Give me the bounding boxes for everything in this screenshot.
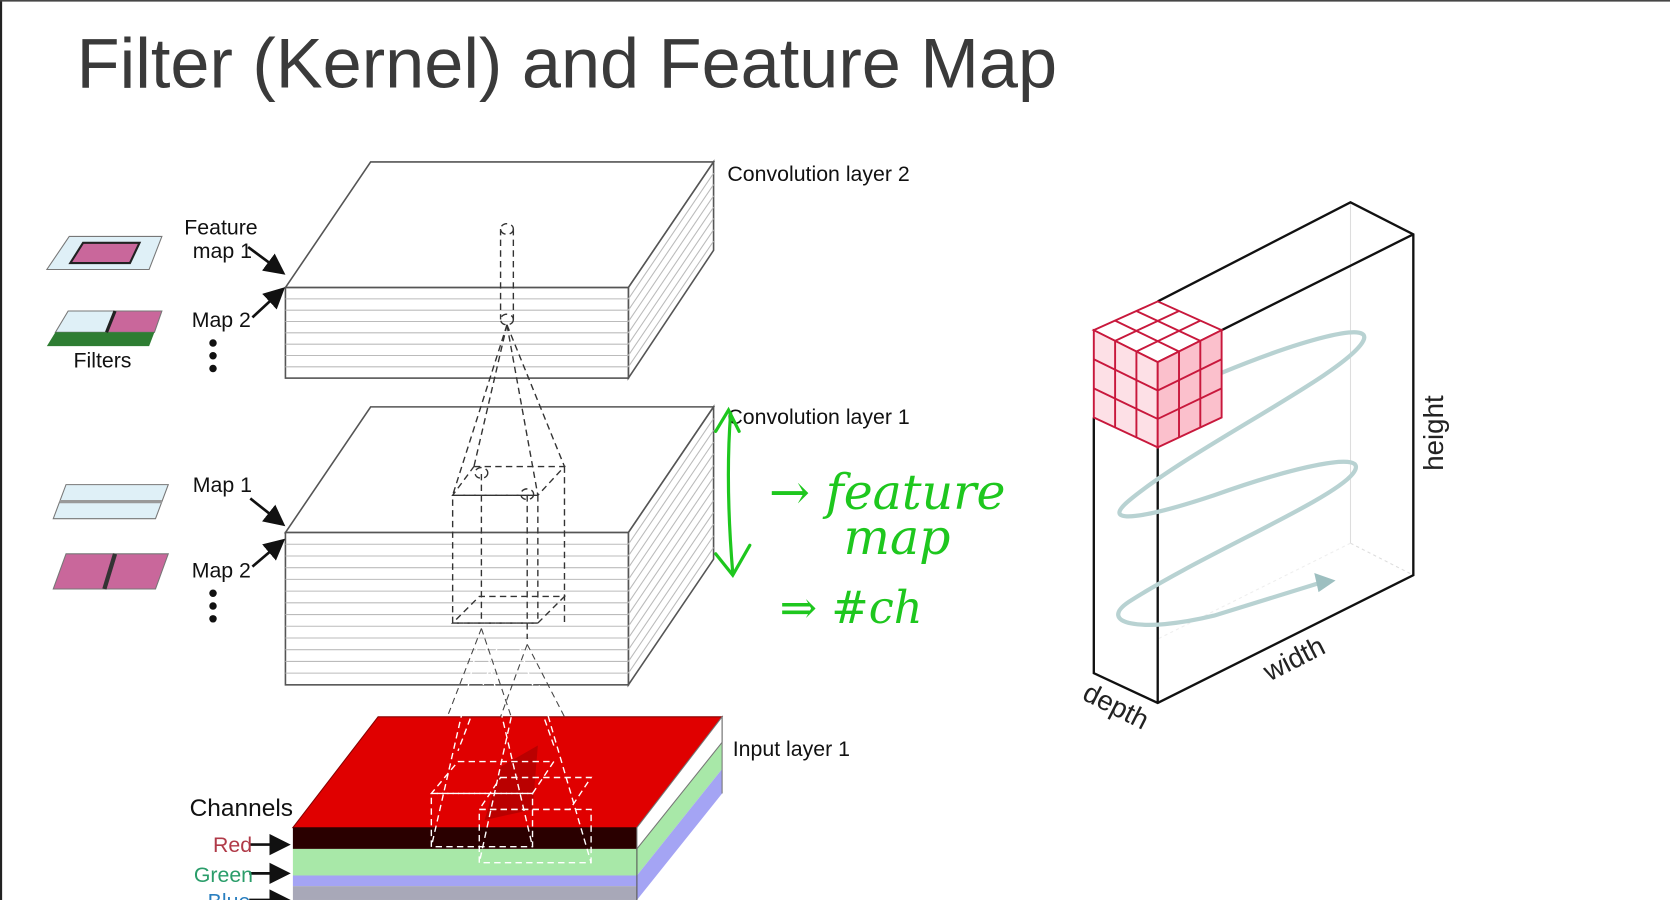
layer-stripe <box>627 453 715 580</box>
input-receptive-field-lines <box>429 628 593 864</box>
map-2-upper-label: Map 2 <box>192 308 251 332</box>
kernel-grid-line <box>1093 387 1159 420</box>
map-2-lower-label: Map 2 <box>192 558 251 582</box>
kernel-grid-line <box>1093 358 1159 392</box>
layer-stripe <box>627 500 715 627</box>
layer-stripe <box>627 441 715 568</box>
layer-stripe <box>627 547 715 674</box>
map-2-filter-icon <box>46 310 163 347</box>
layer-stripe <box>627 240 715 368</box>
layer-stripe <box>627 195 715 322</box>
receptive-field-lines <box>450 222 567 640</box>
feature-map-1-icon <box>45 235 163 271</box>
pointer-arrows <box>247 246 291 900</box>
kernel-grid-line <box>1157 358 1223 392</box>
layer-stripe <box>627 512 715 639</box>
layer-stripe <box>627 206 715 334</box>
layer-stripe <box>627 429 715 557</box>
feature-map-1-label-line1: Feature <box>184 215 257 239</box>
spiral-arrowhead-icon <box>1314 573 1336 593</box>
map-2-lower-icon <box>52 553 170 590</box>
top-border <box>0 0 1670 2</box>
conv-layer-2-label: Convolution layer 2 <box>727 162 909 186</box>
layer-stripe <box>627 465 715 592</box>
map-1-lower-label: Map 1 <box>193 473 252 497</box>
channels-label: Channels <box>190 795 293 822</box>
map-1-lower-icon <box>52 484 170 520</box>
ellipsis-dots-lower <box>209 589 217 623</box>
input-layer-label: Input layer 1 <box>733 737 850 761</box>
annotation-map: map <box>844 509 951 566</box>
convolution-layer-2 <box>283 159 716 381</box>
annotation-channels: ⇒ #ch <box>780 581 923 634</box>
conv-layer-1-label: Convolution layer 1 <box>727 405 909 429</box>
kernel-cube <box>1091 300 1224 449</box>
layer-stripe <box>627 523 715 650</box>
dashed-connectors <box>446 628 565 718</box>
kernel-grid-line <box>1114 310 1180 342</box>
layer-stripe <box>627 488 715 615</box>
channel-green-label: Green <box>194 863 253 887</box>
layer-stripe <box>627 172 715 300</box>
filters-label: Filters <box>73 348 131 372</box>
convolution-layer-1 <box>283 404 716 688</box>
kernel-grid-line <box>1136 310 1201 342</box>
layer-stripe <box>627 418 715 545</box>
layer-stripe <box>627 184 715 311</box>
sliding-path-spiral <box>1116 330 1367 627</box>
channel-red-label: Red <box>213 833 252 857</box>
feature-map-1-label-line2: map 1 <box>193 239 252 263</box>
kernel-grid-line <box>1157 387 1223 420</box>
layer-stripe <box>627 218 715 345</box>
depth-label: depth <box>1078 676 1154 735</box>
kernel-grid-line <box>1114 319 1180 353</box>
layer-stripe <box>627 229 715 356</box>
width-label: width <box>1257 630 1330 687</box>
channel-blue-label: Blue <box>208 890 251 900</box>
slide-title: Filter (Kernel) and Feature Map <box>77 23 1057 102</box>
layer-stripe <box>627 535 715 662</box>
input-volume <box>1092 201 1415 705</box>
left-border <box>0 0 3 900</box>
kernel-grid-line <box>1135 319 1201 353</box>
input-layer <box>291 715 724 900</box>
height-label: height <box>1418 395 1449 471</box>
ellipsis-dots-upper <box>209 339 217 373</box>
annotation-feature: → feature <box>769 464 1006 521</box>
layer-stripe <box>627 476 715 604</box>
handwritten-depth-arrow <box>714 406 752 578</box>
